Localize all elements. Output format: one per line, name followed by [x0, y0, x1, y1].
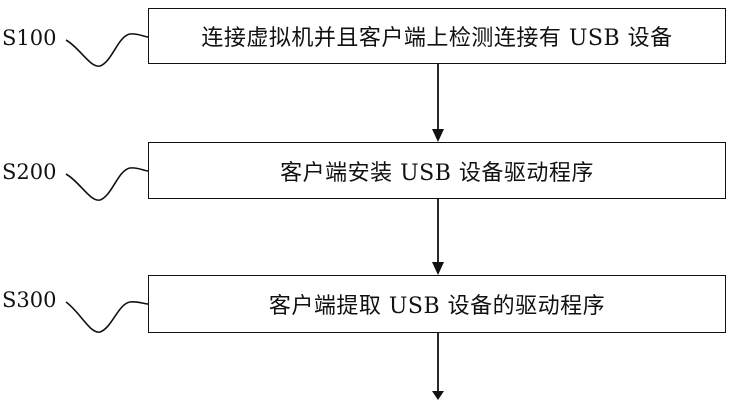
step-text-s300: 客户端提取 USB 设备的驱动程序 [268, 294, 606, 319]
step-text-s200: 客户端安装 USB 设备驱动程序 [280, 160, 594, 186]
arrow-head-s200-s300 [432, 262, 444, 275]
leader-line-s300 [65, 300, 149, 333]
step-label-s100: S100 [2, 26, 57, 50]
leader-line-s100 [65, 33, 149, 67]
arrow-head-s100-s200 [432, 129, 444, 142]
step-label-s200: S200 [2, 160, 57, 184]
step-box-s300: 客户端提取 USB 设备的驱动程序 [148, 275, 726, 333]
leader-line-s200 [65, 167, 149, 201]
step-text-s100: 连接虚拟机并且客户端上检测连接有 USB 设备 [201, 26, 673, 51]
step-label-s300: S300 [2, 288, 57, 312]
arrow-head-s300-next [432, 391, 444, 400]
step-box-s100: 连接虚拟机并且客户端上检测连接有 USB 设备 [148, 8, 726, 64]
step-box-s200: 客户端安装 USB 设备驱动程序 [148, 142, 726, 199]
